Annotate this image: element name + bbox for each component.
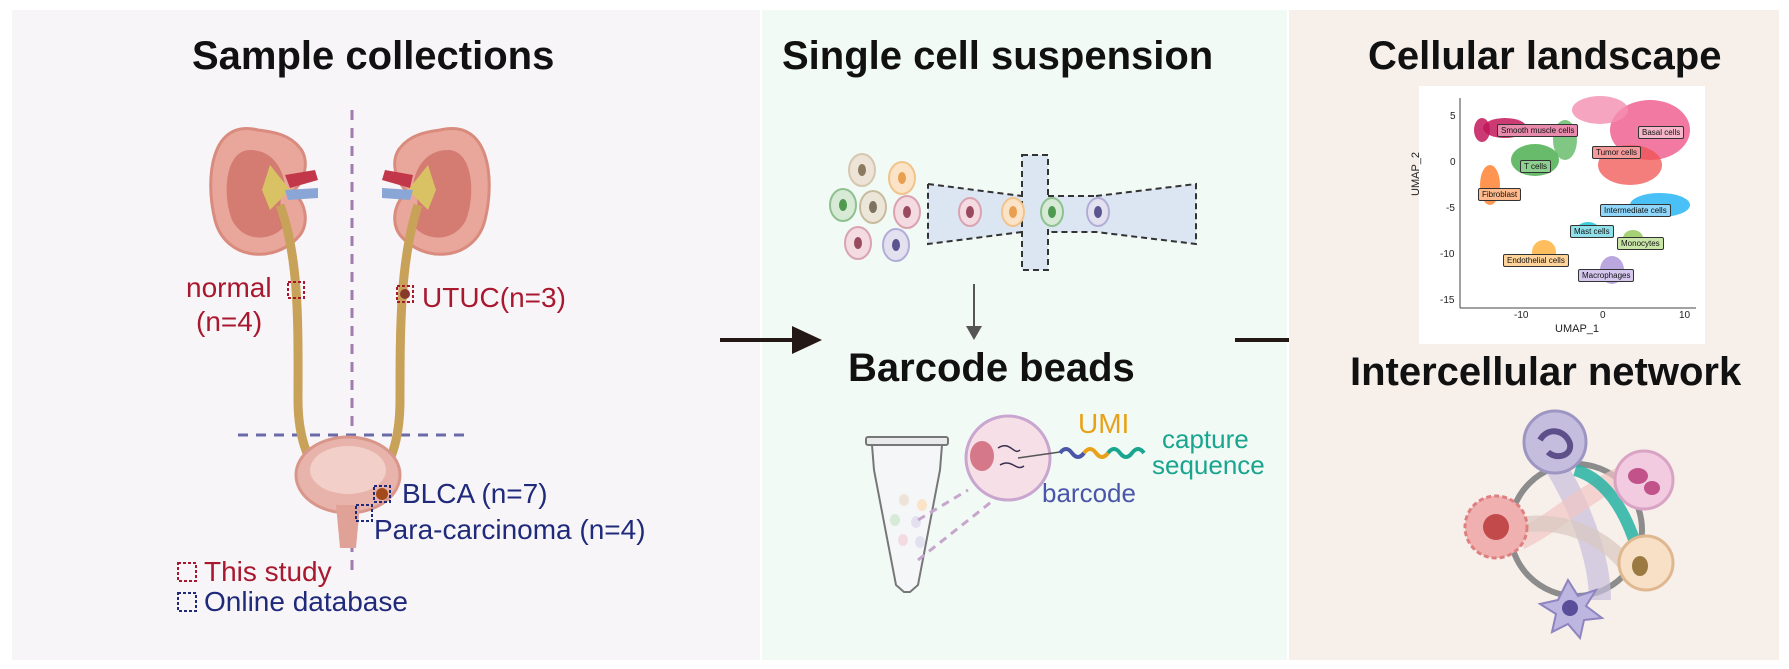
neutrophil-cell-icon (1522, 409, 1588, 475)
umap-label-macrophages: Macrophages (1578, 269, 1635, 282)
para-sample-marker (355, 504, 373, 522)
legend-this-study-label: This study (204, 556, 332, 587)
sample-collections-panel (12, 10, 760, 660)
single-cell-panel (762, 10, 1287, 660)
macrophage-cell-icon (1617, 534, 1675, 592)
legend-online-label: Online database (204, 586, 408, 617)
umap-ytick: -15 (1440, 295, 1455, 306)
umi-label: UMI (1078, 408, 1130, 439)
tumor-cell-icon (1463, 494, 1529, 560)
tube-icon (865, 436, 949, 593)
right-kidney-icon (382, 127, 491, 256)
arrow-down-icon (966, 284, 982, 340)
blca-sample-marker (373, 485, 391, 503)
arrow-right-icon (720, 326, 822, 354)
legend-this-study-box (177, 562, 197, 582)
utuc-sample-marker (396, 285, 414, 303)
umap-ytick: -5 (1446, 203, 1455, 214)
legend-online-box (177, 592, 197, 612)
blca-label: BLCA (n=7) (402, 478, 548, 509)
umap-ytick: -10 (1440, 249, 1455, 260)
normal-sample-marker (287, 281, 305, 299)
capture-label: capture (1162, 424, 1249, 454)
umap-xtick: 10 (1679, 310, 1691, 321)
umap-ytick: 0 (1450, 157, 1456, 168)
umap-label-endothelial: Endothelial cells (1503, 254, 1569, 267)
umap-label-mast: Mast cells (1570, 225, 1614, 238)
umap-xtick: -10 (1514, 310, 1529, 321)
bladder-icon (294, 435, 402, 548)
umap-label-basal: Basal cells (1638, 126, 1685, 139)
umap-xtick: 0 (1600, 310, 1606, 321)
dendritic-cell-icon (1537, 577, 1605, 641)
cell-cluster (829, 153, 921, 262)
barcode-beads-title: Barcode beads (848, 346, 1135, 390)
barcode-bead-icon (964, 414, 1061, 502)
umap-label-intermediate: Intermediate cells (1600, 204, 1671, 217)
microfluidic-channel (927, 154, 1197, 271)
intercellular-network-title: Intercellular network (1350, 350, 1742, 394)
umap-label-monocytes: Monocytes (1617, 237, 1664, 250)
barcode-label: barcode (1042, 478, 1136, 508)
cellular-landscape-title: Cellular landscape (1368, 34, 1722, 78)
umap-xlabel: UMAP_1 (1555, 323, 1600, 335)
umap-ytick: 5 (1450, 111, 1456, 122)
utuc-label: UTUC(n=3) (422, 282, 566, 313)
sequence-label: sequence (1152, 450, 1265, 480)
sample-collections-title: Sample collections (192, 34, 555, 78)
eosinophil-cell-icon (1613, 449, 1675, 511)
umap-label-smooth-muscle: Smooth muscle cells (1497, 124, 1579, 137)
umap-label-fibroblast: Fibroblast (1478, 188, 1522, 201)
normal-count-label: (n=4) (196, 306, 263, 337)
single-cell-title: Single cell suspension (782, 34, 1214, 78)
umap-label-tumor: Tumor cells (1592, 146, 1642, 159)
normal-label: normal (186, 272, 272, 303)
umap-label-t-cells: T cells (1520, 160, 1551, 173)
para-carcinoma-label: Para-carcinoma (n=4) (374, 514, 646, 545)
